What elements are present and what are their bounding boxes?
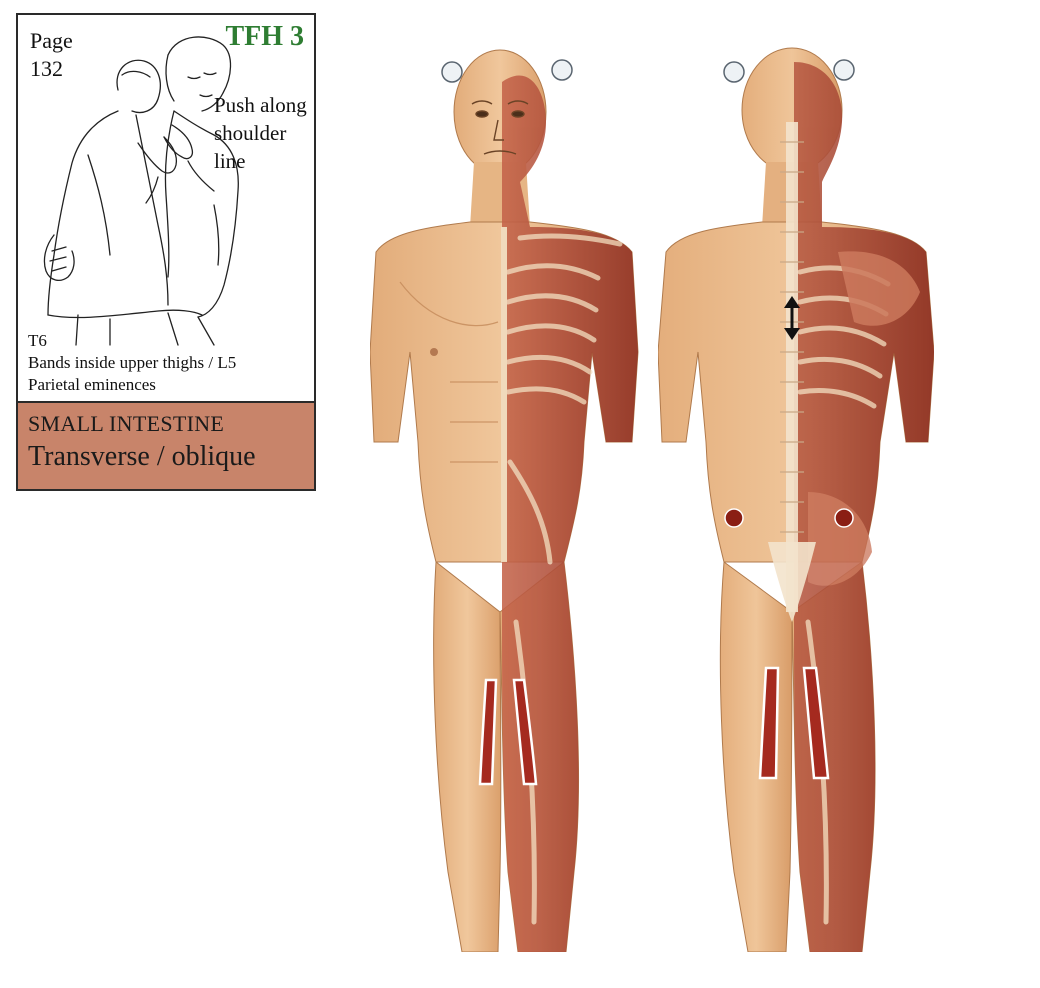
- anatomy-front-view: [370, 49, 639, 952]
- front-muscle-overlay: [501, 75, 638, 952]
- reflex-point-t6: T6: [28, 331, 47, 350]
- instruction-line-1: Push along: [214, 93, 307, 117]
- thigh-band-right-marker: [802, 666, 830, 780]
- front-face: [471, 100, 529, 155]
- tester-sketch: [43, 36, 239, 346]
- reflex-point-thighs: Bands inside upper thighs / L5: [28, 353, 237, 372]
- instruction-line-2: shoulder: [214, 121, 287, 145]
- thigh-band-right-marker: [512, 678, 538, 786]
- parietal-point-left-marker: [723, 61, 745, 83]
- back-muscle-overlay: [794, 62, 934, 952]
- l5-point-right-marker: [834, 508, 854, 528]
- thigh-band-left-marker: [478, 678, 498, 786]
- front-thigh-bands: [478, 678, 538, 786]
- page-number: 132: [30, 56, 63, 81]
- back-parietal-points: [723, 59, 855, 83]
- organ-muscle-band: SMALL INTESTINE Transverse / oblique: [18, 401, 314, 489]
- parietal-point-left-marker: [441, 61, 463, 83]
- instruction-text: Push along shoulder line: [214, 91, 318, 175]
- card-illustration-area: Page 132 TFH 3 Push along shoulder line …: [18, 15, 314, 407]
- anatomy-back-view: [658, 47, 934, 952]
- instruction-line-3: line: [214, 149, 246, 173]
- test-card: Page 132 TFH 3 Push along shoulder line …: [16, 13, 316, 491]
- page-reference: Page 132: [30, 27, 73, 83]
- t6-arrow-marker: [784, 296, 800, 340]
- reflex-points-list: T6 Bands inside upper thighs / L5 Pariet…: [28, 330, 236, 396]
- tfh-label: TFH 3: [225, 21, 304, 52]
- page-label: Page: [30, 28, 73, 53]
- thigh-band-left-marker: [758, 666, 780, 780]
- parietal-point-right-marker: [551, 59, 573, 81]
- spine: [768, 122, 816, 622]
- front-parietal-points: [441, 59, 573, 83]
- front-torso-detail: [399, 281, 499, 463]
- l5-point-left-marker: [724, 508, 744, 528]
- muscle-name: Transverse / oblique: [28, 441, 256, 472]
- reflex-point-parietal: Parietal eminences: [28, 375, 156, 394]
- back-thigh-bands: [758, 666, 830, 780]
- organ-name: SMALL INTESTINE: [28, 411, 225, 436]
- parietal-point-right-marker: [833, 59, 855, 81]
- l5-points: [724, 508, 854, 528]
